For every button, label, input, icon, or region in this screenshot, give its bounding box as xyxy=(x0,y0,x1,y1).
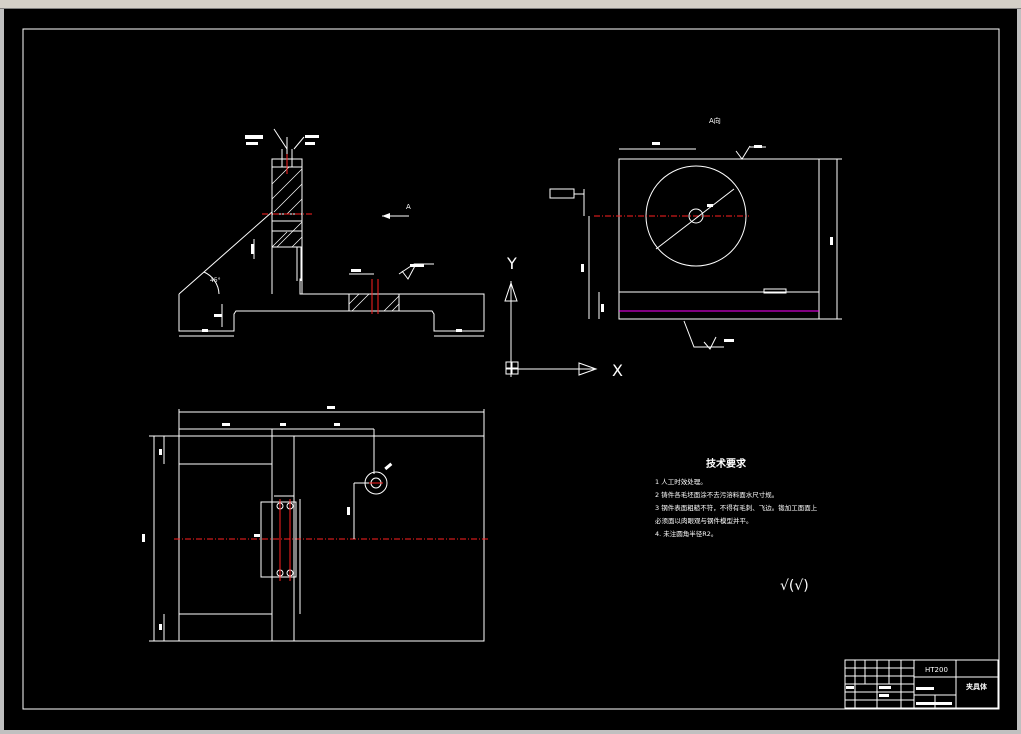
a-direction-view: A向 xyxy=(549,116,842,350)
title-block: HT200 夹具体 xyxy=(844,659,999,709)
requirement-1: 1 人工时效处理。 xyxy=(655,477,707,486)
part-number: HT200 xyxy=(925,666,948,674)
roughness-symbol: √(√) xyxy=(780,578,809,594)
angle-label: 45° xyxy=(210,277,221,284)
cad-drawing: 45° A A向 xyxy=(22,28,1000,710)
axis-x-label: X xyxy=(612,361,623,380)
axis-y-label: Y xyxy=(506,254,517,273)
requirement-5: 4. 未注圆角半径R2。 xyxy=(655,529,717,538)
top-view xyxy=(142,406,489,642)
technical-requirements: 技术要求 1 人工时效处理。 2 铸件各毛坯面涂不去污溶料面水尺寸规。 3 钢件… xyxy=(655,457,818,594)
part-name: 夹具体 xyxy=(966,682,988,691)
requirement-3: 3 钢件表面粗糙不符，不得有毛刺、飞边。锻加工面面上 xyxy=(655,503,818,512)
section-arrow-label: A xyxy=(406,203,411,211)
requirements-title: 技术要求 xyxy=(706,457,747,470)
front-view: 45° A xyxy=(178,128,485,337)
ucs-axis-icon: Y X xyxy=(504,254,623,380)
requirement-2: 2 铸件各毛坯面涂不去污溶料面水尺寸规。 xyxy=(655,490,778,499)
view-label: A向 xyxy=(709,116,721,125)
toolbar-strip xyxy=(0,0,1021,9)
cad-drawing-canvas[interactable]: 45° A A向 xyxy=(4,9,1017,730)
requirement-4: 必须面以肉眼观与钢件模型并平。 xyxy=(655,516,753,525)
drawing-frame xyxy=(22,28,1000,710)
